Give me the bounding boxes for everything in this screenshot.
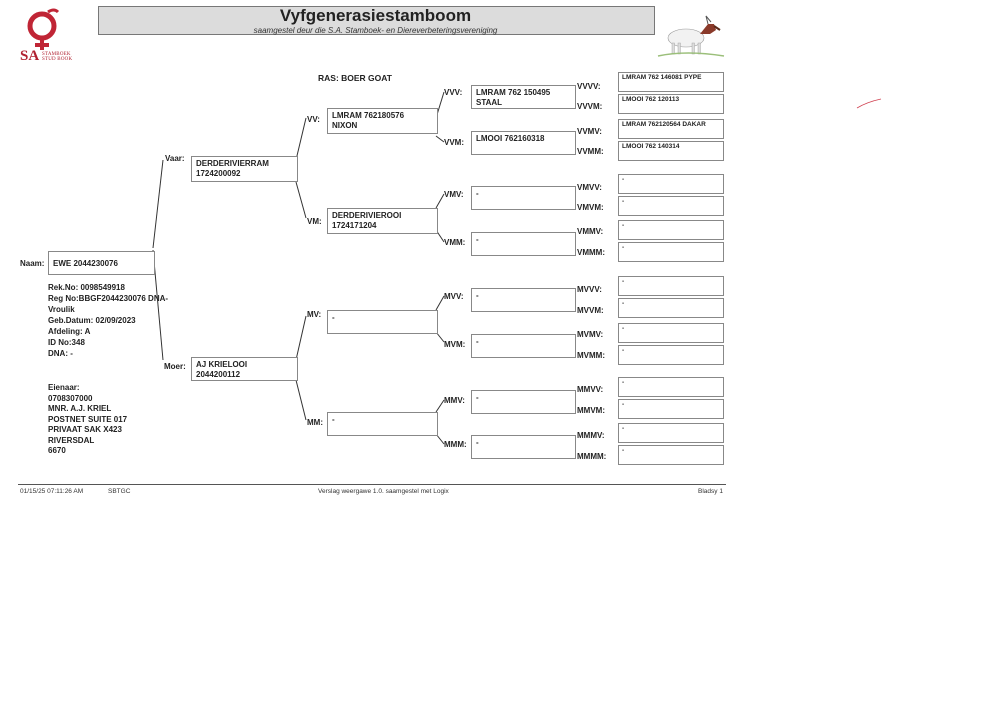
gen5-label-mvmm: MVMM: (577, 351, 605, 360)
studbook-emblem-icon (27, 8, 60, 50)
animal-name-label: Naam: (20, 259, 45, 268)
gen5-box-mmvv: - (618, 377, 724, 397)
title-banner (98, 6, 655, 35)
gen5-box-mmmv: - (618, 423, 724, 443)
goat-illustration-icon (657, 15, 725, 57)
gen5-label-mvvm: MVVM: (577, 306, 604, 315)
sa-studbook-logo: SA STAMBOEK STUD BOOK (18, 6, 98, 66)
gen5-box-vvvm: LMOOI 762 120113 (618, 94, 724, 114)
vv-box: LMRAM 762180576 NIXON (327, 108, 438, 134)
logo-sa-text: SA (20, 48, 40, 64)
gen5-box-vmvv: - (618, 174, 724, 194)
gen5-box-vvmv: LMRAM 762120564 DAKAR (618, 119, 724, 139)
gen5-box-vmmm: - (618, 242, 724, 262)
gen5-label-vvmm: VVMM: (577, 147, 604, 156)
vvm-box: LMOOI 762160318 (471, 131, 576, 155)
gen5-box-mvmv: - (618, 323, 724, 343)
sire-box: DERDERIVIERRAM 1724200092 (191, 156, 298, 182)
logo-caption: STAMBOEK STUD BOOK (42, 52, 73, 62)
gen5-box-vvmm: LMOOI 762 140314 (618, 141, 724, 161)
mmm-box: - (471, 435, 576, 459)
vm-box: DERDERIVIEROOI 1724171204 (327, 208, 438, 234)
dam-box: AJ KRIELOOI 2044200112 (191, 357, 298, 381)
vv-label: VV: (307, 115, 320, 124)
gen5-label-vmmm: VMMM: (577, 248, 605, 257)
gen5-label-mmvv: MMVV: (577, 385, 604, 394)
animal-name: EWE 2044230076 (53, 259, 118, 268)
mm-label: MM: (307, 418, 323, 427)
gen5-box-mmvm: - (618, 399, 724, 419)
gen5-label-mmvm: MMVM: (577, 406, 605, 415)
vm-label: VM: (307, 217, 322, 226)
vvv-box: LMRAM 762 150495 STAAL (471, 85, 576, 109)
gen5-box-vmmv: - (618, 220, 724, 240)
vmv-label: VMV: (444, 190, 464, 199)
mm-box: - (327, 412, 438, 436)
gen5-label-vvmv: VVMV: (577, 127, 602, 136)
footer-page-number: Bladsy 1 (698, 488, 723, 495)
gen5-box-mvvv: - (618, 276, 724, 296)
footer-divider (18, 484, 726, 485)
gen5-box-mvmm: - (618, 345, 724, 365)
mv-label: MV: (307, 310, 322, 319)
page-title: Vyfgenerasiestamboom (279, 6, 472, 25)
gen5-label-vvvm: VVVM: (577, 102, 603, 111)
footer-version: Verslag weergawe 1.0. saamgestel met Log… (318, 488, 449, 495)
vmm-box: - (471, 232, 576, 256)
gen5-label-vmvm: VMVM: (577, 203, 604, 212)
gen5-box-vvvv: LMRAM 762 146081 PYPE (618, 72, 724, 92)
page-subtitle: saamgestel deur die S.A. Stamboek- en Di… (253, 26, 498, 35)
mvm-label: MVM: (444, 340, 466, 349)
animal-details: Rek.No: 0098549918 Reg No:BBGF2044230076… (48, 283, 169, 358)
gen5-box-vmvm: - (618, 196, 724, 216)
vvm-label: VVM: (444, 138, 464, 147)
breed-label: RAS: BOER GOAT (318, 73, 392, 83)
mmm-label: MMM: (444, 440, 467, 449)
gen5-label-vvvv: VVVV: (577, 82, 601, 91)
vvv-label: VVV: (444, 88, 463, 97)
animal-name-box: EWE 2044230076 (48, 251, 155, 275)
gen5-box-mmmm: - (618, 445, 724, 465)
gen5-label-vmvv: VMVV: (577, 183, 602, 192)
gen5-label-mmmv: MMMV: (577, 431, 605, 440)
vmv-box: - (471, 186, 576, 210)
gen5-label-mvvv: MVVV: (577, 285, 602, 294)
vmm-label: VMM: (444, 238, 466, 247)
pen-mark-icon (856, 98, 882, 109)
mvv-label: MVV: (444, 292, 464, 301)
mvm-box: - (471, 334, 576, 358)
gen5-label-vmmv: VMMV: (577, 227, 604, 236)
footer-timestamp: 01/15/25 07:11:26 AM (20, 488, 84, 495)
sire-label: Vaar: (165, 154, 185, 163)
mmv-label: MMV: (444, 396, 465, 405)
mmv-box: - (471, 390, 576, 414)
footer-code: SBTGC (108, 488, 131, 495)
gen5-label-mvmv: MVMV: (577, 330, 604, 339)
gen5-box-mvvm: - (618, 298, 724, 318)
owner-details: Eienaar: 0708307000 MNR. A.J. KRIEL POST… (48, 383, 128, 455)
mvv-box: - (471, 288, 576, 312)
dam-label: Moer: (164, 362, 186, 371)
mv-box: - (327, 310, 438, 334)
gen5-label-mmmm: MMMM: (577, 452, 607, 461)
